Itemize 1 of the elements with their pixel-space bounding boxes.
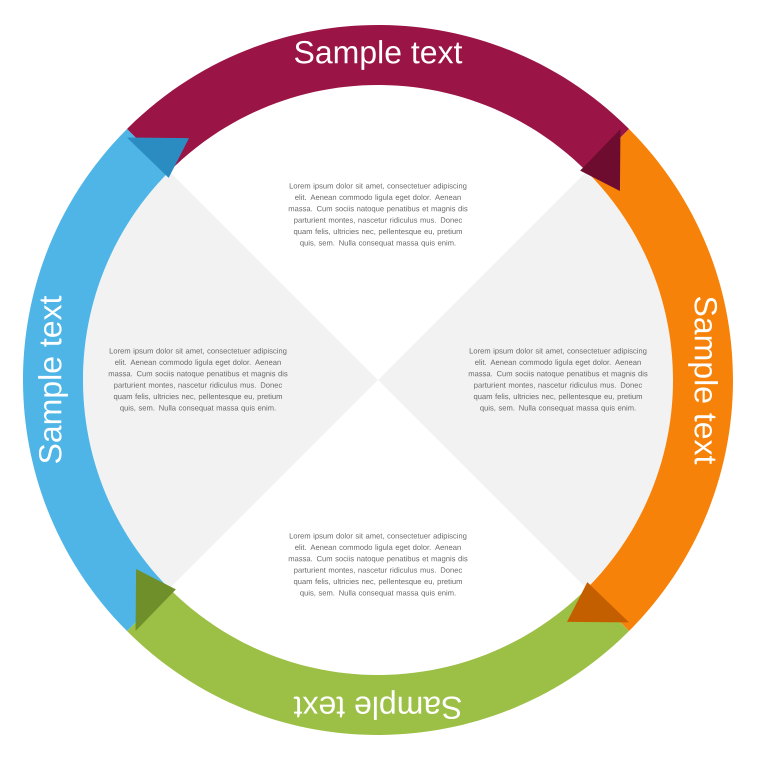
ribbon-segment: Sample text: [126, 25, 630, 172]
